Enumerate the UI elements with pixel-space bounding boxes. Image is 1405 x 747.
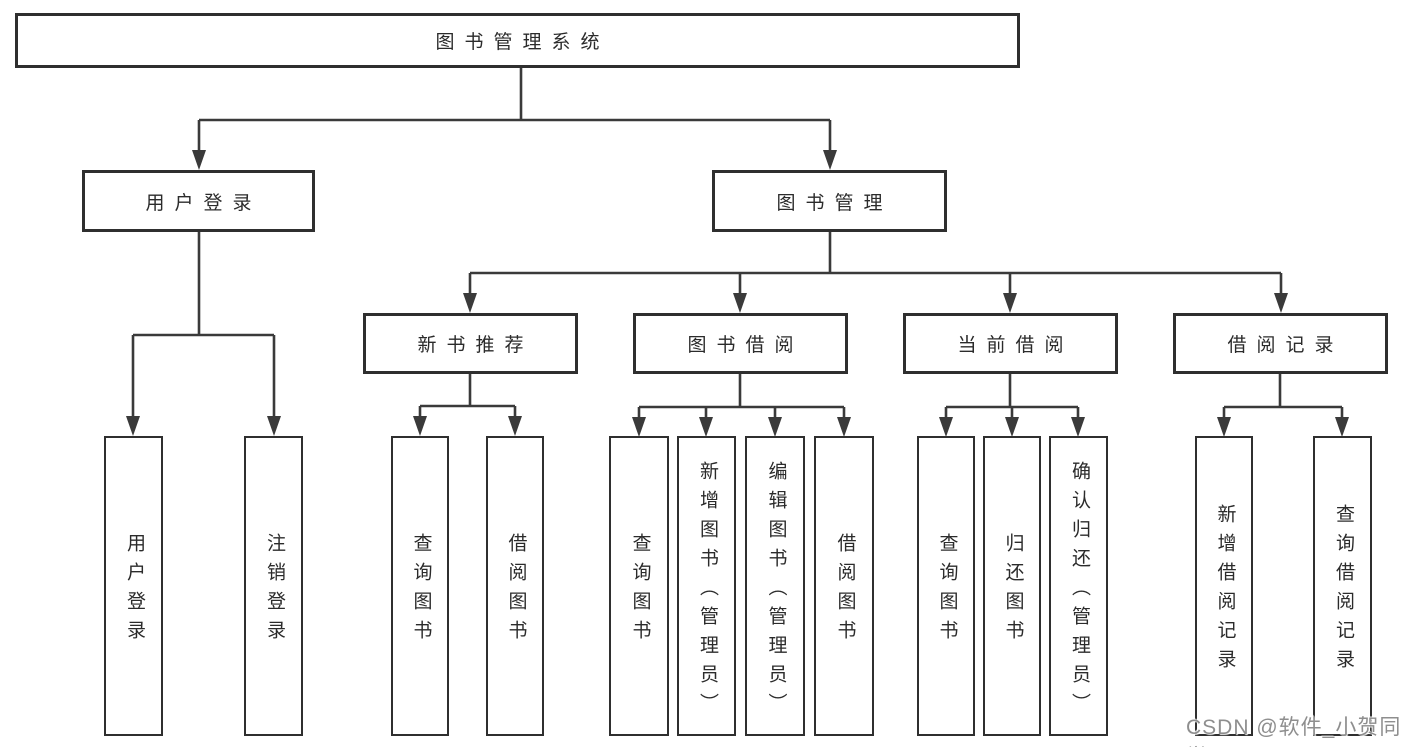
leaf-query-borrow-record-label: 查询借阅记录: [1332, 504, 1354, 678]
node-borrowing-records: 借阅记录: [1173, 313, 1388, 374]
node-user-login: 用户登录: [82, 170, 315, 232]
leaf-add-book-admin: 新增图书（管理员）: [677, 436, 736, 736]
leaf-borrow-books-recommend: 借阅图书: [486, 436, 544, 736]
node-borrowing-records-label: 借阅记录: [1227, 335, 1344, 356]
leaf-edit-book-admin-label: 编辑图书（管理员）: [765, 460, 787, 722]
leaf-edit-book-admin: 编辑图书（管理员）: [745, 436, 805, 736]
connector-new-book-to-leaves: [413, 374, 522, 436]
node-book-management: 图书管理: [712, 170, 947, 232]
leaf-query-books-recommend-label: 查询图书: [410, 533, 432, 649]
node-book-borrowing: 图书借阅: [633, 313, 848, 374]
leaf-confirm-return-admin: 确认归还（管理员）: [1049, 436, 1108, 736]
connector-root-to-level2: [192, 67, 837, 170]
leaf-user-login: 用户登录: [104, 436, 163, 736]
node-new-book-recommend-label: 新书推荐: [417, 335, 534, 356]
leaf-add-borrow-record: 新增借阅记录: [1195, 436, 1253, 736]
connector-user-login-to-leaves: [126, 232, 281, 436]
csdn-watermark: CSDN @软件_小贺同学: [1186, 716, 1402, 747]
leaf-query-books-current: 查询图书: [917, 436, 975, 736]
leaf-add-book-admin-label: 新增图书（管理员）: [696, 460, 718, 722]
leaf-borrow-books-recommend-label: 借阅图书: [505, 533, 527, 649]
connector-book-borrow-to-leaves: [632, 374, 851, 437]
node-new-book-recommend: 新书推荐: [363, 313, 578, 374]
leaf-return-book-label: 归还图书: [1002, 533, 1024, 649]
leaf-borrow-books-borrowing: 借阅图书: [814, 436, 874, 736]
connector-book-mgmt-to-level3: [463, 232, 1288, 313]
leaf-confirm-return-admin-label: 确认归还（管理员）: [1068, 460, 1090, 722]
leaf-query-borrow-record: 查询借阅记录: [1313, 436, 1372, 736]
node-library-system: 图书管理系统: [15, 13, 1020, 68]
leaf-user-login-label: 用户登录: [123, 533, 145, 649]
leaf-query-books-current-label: 查询图书: [936, 533, 958, 649]
leaf-query-books-recommend: 查询图书: [391, 436, 449, 736]
leaf-query-books-borrowing-label: 查询图书: [629, 533, 651, 649]
connector-borrow-record-to-leaves: [1217, 374, 1349, 437]
node-library-system-label: 图书管理系统: [435, 32, 610, 53]
connector-current-borrow-to-leaves: [939, 374, 1085, 437]
leaf-logout: 注销登录: [244, 436, 303, 736]
leaf-borrow-books-borrowing-label: 借阅图书: [834, 533, 856, 649]
node-current-borrowing-label: 当前借阅: [957, 335, 1074, 356]
leaf-query-books-borrowing: 查询图书: [609, 436, 669, 736]
leaf-return-book: 归还图书: [983, 436, 1041, 736]
node-book-borrowing-label: 图书借阅: [687, 335, 804, 356]
node-current-borrowing: 当前借阅: [903, 313, 1118, 374]
leaf-add-borrow-record-label: 新增借阅记录: [1214, 504, 1236, 678]
node-user-login-label: 用户登录: [145, 192, 262, 214]
node-book-management-label: 图书管理: [776, 192, 893, 214]
leaf-logout-label: 注销登录: [263, 533, 285, 649]
